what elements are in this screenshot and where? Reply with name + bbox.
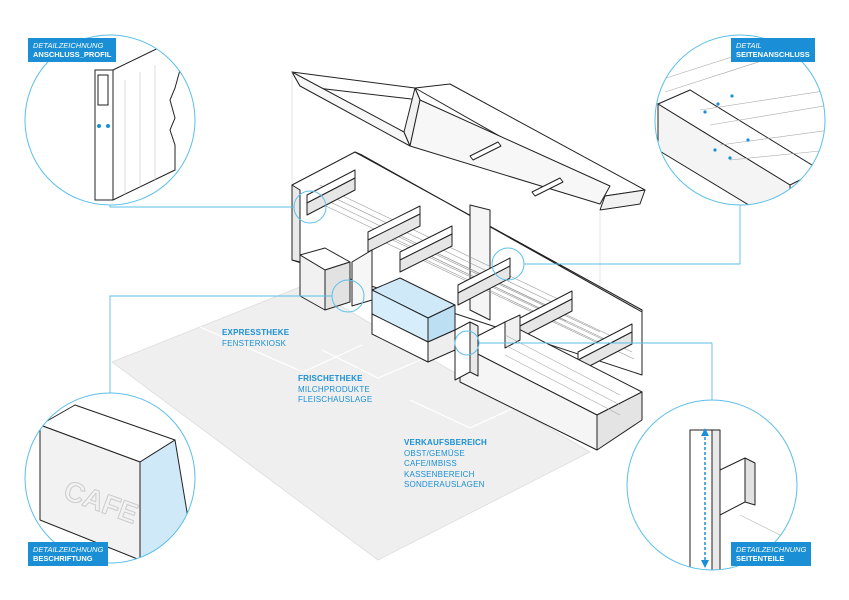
hanging-panels bbox=[306, 169, 633, 373]
zone-verkaufsbereich: VERKAUFSBEREICH OBST/GEMÜSE CAFE/IMBISS … bbox=[404, 438, 487, 491]
detail-tag-anschluss-profil: DETAILZEICHNUNG ANSCHLUSS_PROFIL bbox=[28, 38, 117, 62]
detail-tag-kind: DETAILZEICHNUNG bbox=[736, 545, 807, 554]
zone-frischetheke: FRISCHETHEKE MILCHPRODUKTE FLEISCHAUSLAG… bbox=[298, 374, 372, 406]
zone-title: VERKAUFSBEREICH bbox=[404, 438, 488, 447]
zone-title: EXPRESSTHEKE bbox=[222, 328, 290, 337]
detail-tag-beschriftung: DETAILZEICHNUNG BESCHRIFTUNG bbox=[28, 542, 109, 566]
leader-lines bbox=[109, 205, 741, 400]
detail-tag-kind: DETAILZEICHNUNG bbox=[33, 545, 104, 554]
fresh-counter-fridge bbox=[371, 277, 456, 363]
express-counter bbox=[299, 247, 373, 311]
zone-title: FRISCHETHEKE bbox=[298, 374, 363, 383]
zone-expresstheke: EXPRESSTHEKE FENSTERKIOSK bbox=[222, 328, 289, 349]
floor-zone-lines bbox=[199, 326, 521, 429]
zone-item: FENSTERKIOSK bbox=[222, 338, 287, 348]
detail-seitenteile bbox=[626, 399, 798, 571]
zone-item: MILCHPRODUKTE bbox=[298, 384, 370, 394]
detail-tag-title: BESCHRIFTUNG bbox=[33, 554, 93, 563]
zone-item: OBST/GEMÜSE bbox=[404, 448, 465, 458]
roof-canopy bbox=[291, 71, 646, 211]
floor-plane bbox=[111, 284, 591, 561]
detail-anschluss-profil bbox=[24, 34, 196, 206]
roof-guide-lines bbox=[291, 72, 601, 300]
zone-item: KASSENBEREICH bbox=[404, 469, 475, 479]
detail-tag-seitenteile: DETAILZEICHNUNG SEITENTEILE bbox=[731, 542, 812, 566]
detail-tag-kind: DETAIL bbox=[736, 41, 762, 50]
detail-seitenanschluss bbox=[654, 34, 826, 206]
detail-tag-kind: DETAILZEICHNUNG bbox=[33, 41, 104, 50]
zone-item: FLEISCHAUSLAGE bbox=[298, 395, 373, 404]
zone-item: SONDERAUSLAGEN bbox=[404, 480, 485, 489]
detail-tag-title: ANSCHLUSS_PROFIL bbox=[33, 50, 112, 59]
detail-tag-title: SEITENANSCHLUSS bbox=[736, 50, 810, 59]
detail-beschriftung: CAFE bbox=[24, 392, 196, 564]
detail-tag-title: SEITENTEILE bbox=[736, 554, 785, 563]
counter-rails bbox=[504, 334, 621, 416]
detail-tag-seitenanschluss: DETAIL SEITENANSCHLUSS bbox=[731, 38, 815, 62]
zone-item: CAFE/IMBISS bbox=[404, 459, 457, 468]
